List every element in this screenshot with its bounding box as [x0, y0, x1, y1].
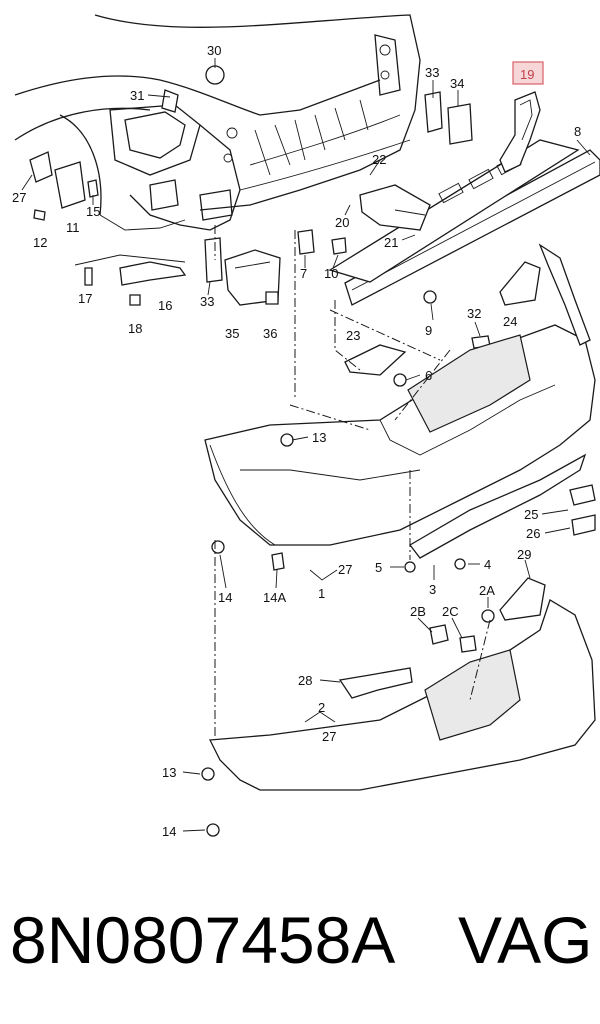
- callout-19-highlight: [512, 61, 544, 85]
- callout-14-lower: 14: [162, 824, 176, 839]
- bracket-part-24: [499, 261, 541, 306]
- callout-9: 9: [425, 323, 432, 338]
- bracket-part-19: [499, 91, 541, 173]
- callout-33-lower: 33: [200, 294, 214, 309]
- bracket-part-34: [447, 103, 473, 145]
- brand-name: VAG: [458, 903, 593, 977]
- callout-leaders: [21, 58, 591, 832]
- callout-1: 1: [318, 586, 325, 601]
- callout-27-lower: 27: [322, 729, 336, 744]
- callout-27-top: 27: [12, 190, 26, 205]
- callout-2: 2: [318, 700, 325, 715]
- callout-14-upper: 14: [218, 590, 232, 605]
- callout-4: 4: [484, 557, 491, 572]
- callout-19: 19: [520, 67, 534, 82]
- callout-26: 26: [526, 526, 540, 541]
- callout-10: 10: [324, 266, 338, 281]
- callout-31: 31: [130, 88, 144, 103]
- callout-22: 22: [372, 152, 386, 167]
- bumper-cover-2: [201, 577, 596, 837]
- bumper-cover-1: [204, 243, 596, 573]
- rear-body-structure: [14, 14, 421, 231]
- callout-29: 29: [517, 547, 531, 562]
- callout-35: 35: [225, 326, 239, 341]
- left-small-parts: [29, 151, 187, 306]
- callout-34: 34: [450, 76, 464, 91]
- guide-part-20: [359, 184, 431, 231]
- callout-labels: 30 31 33 34 19 8 27 15 12 11 22 20 21 7 …: [12, 43, 581, 839]
- callout-7: 7: [300, 266, 307, 281]
- callout-17: 17: [78, 291, 92, 306]
- callout-20: 20: [335, 215, 349, 230]
- callout-33-upper: 33: [425, 65, 439, 80]
- callout-6: 6: [425, 368, 432, 383]
- part-number: 8N0807458A: [10, 903, 396, 977]
- bumper-carrier-bar: [328, 139, 600, 306]
- callout-28: 28: [298, 673, 312, 688]
- callout-36: 36: [263, 326, 277, 341]
- callout-13-lower: 13: [162, 765, 176, 780]
- callout-32: 32: [467, 306, 481, 321]
- callout-2B: 2B: [410, 604, 426, 619]
- leader-lines: [214, 225, 491, 740]
- callout-24: 24: [503, 314, 517, 329]
- callout-15: 15: [86, 204, 100, 219]
- callout-8: 8: [574, 124, 581, 139]
- callout-13-upper: 13: [312, 430, 326, 445]
- callout-2A: 2A: [479, 583, 495, 598]
- callout-21: 21: [384, 235, 398, 250]
- callout-25: 25: [524, 507, 538, 522]
- callout-12: 12: [33, 235, 47, 250]
- callout-3: 3: [429, 582, 436, 597]
- callout-30: 30: [207, 43, 221, 58]
- center-small-parts: [161, 65, 437, 306]
- part-number-footer: 8N0807458A VAG: [0, 890, 600, 1000]
- parts-exploded-diagram: 30 31 33 34 19 8 27 15 12 11 22 20 21 7 …: [12, 14, 600, 839]
- bracket-part-33-upper: [424, 91, 443, 133]
- callout-11: 11: [66, 220, 80, 235]
- callout-16: 16: [158, 298, 172, 313]
- callout-18: 18: [128, 321, 142, 336]
- callout-5: 5: [375, 560, 382, 575]
- bracket-part-23: [344, 344, 407, 376]
- callout-23: 23: [346, 328, 360, 343]
- callout-27-mid: 27: [338, 562, 352, 577]
- callout-14A: 14A: [263, 590, 286, 605]
- callout-2C: 2C: [442, 604, 459, 619]
